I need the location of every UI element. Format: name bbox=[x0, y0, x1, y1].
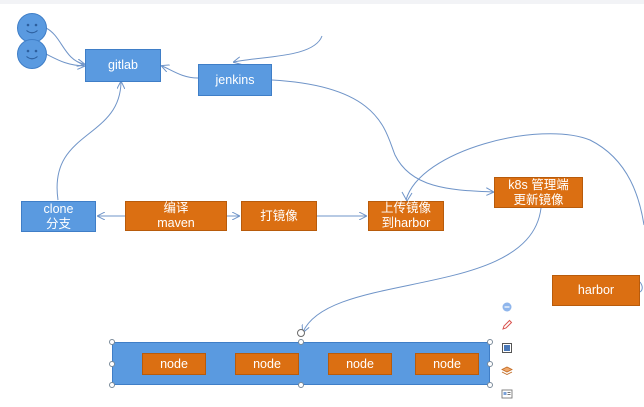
jenkins-to-gitlab-connector bbox=[162, 66, 199, 79]
smiley-face-icon bbox=[26, 49, 38, 60]
push-harbor-label: 上传镜像 到harbor bbox=[380, 201, 431, 230]
jenkins-label: jenkins bbox=[215, 72, 255, 87]
build-image-label: 打镜像 bbox=[260, 208, 298, 223]
smiley-face-icon bbox=[26, 23, 38, 34]
resize-handle-middle-right[interactable] bbox=[487, 361, 493, 367]
resize-handle-top-center[interactable] bbox=[298, 339, 304, 345]
canvas-top-bar bbox=[0, 0, 644, 4]
image-text-button[interactable] bbox=[500, 387, 514, 401]
build-image-node[interactable]: 打镜像 bbox=[241, 201, 317, 231]
clone-branch-node[interactable]: clone 分支 bbox=[21, 201, 96, 232]
upload-loop-arrowhead bbox=[401, 191, 413, 202]
frame-button[interactable] bbox=[500, 341, 514, 355]
k8s-update-node[interactable]: k8s 管理端 更新镜像 bbox=[494, 177, 583, 208]
compile-maven-node[interactable]: 编译 maven bbox=[125, 201, 227, 231]
cluster-node-3[interactable]: node bbox=[328, 353, 392, 375]
gitlab-label: gitlab bbox=[108, 58, 138, 72]
jenkins-to-k8s-connector bbox=[271, 79, 493, 192]
pen-icon bbox=[502, 319, 513, 330]
gitlab-node[interactable]: gitlab bbox=[85, 49, 161, 82]
layers-button[interactable] bbox=[500, 364, 514, 378]
cluster-node-label: node bbox=[346, 356, 374, 371]
cluster-node-1[interactable]: node bbox=[142, 353, 206, 375]
rotate-handle[interactable] bbox=[297, 329, 305, 337]
jenkins-incoming-connector bbox=[234, 35, 323, 62]
collapse-toolbar-button[interactable] bbox=[500, 300, 514, 314]
developer-avatar-2[interactable] bbox=[17, 39, 47, 69]
resize-handle-top-right[interactable] bbox=[487, 339, 493, 345]
image-text-icon bbox=[501, 389, 513, 399]
frame-icon bbox=[502, 343, 512, 353]
harbor-edge-connector bbox=[639, 281, 643, 293]
resize-handle-middle-left[interactable] bbox=[109, 361, 115, 367]
clone-branch-label: clone 分支 bbox=[43, 201, 74, 231]
cluster-node-4[interactable]: node bbox=[415, 353, 479, 375]
cluster-node-2[interactable]: node bbox=[235, 353, 299, 375]
resize-handle-top-left[interactable] bbox=[109, 339, 115, 345]
minus-circle-icon bbox=[502, 302, 512, 312]
harbor-label: harbor bbox=[577, 283, 615, 297]
resize-handle-bottom-center[interactable] bbox=[298, 382, 304, 388]
resize-handle-bottom-right[interactable] bbox=[487, 382, 493, 388]
face1-to-gitlab-connector bbox=[45, 27, 84, 64]
k8s-update-label: k8s 管理端 更新镜像 bbox=[508, 177, 569, 207]
cluster-node-label: node bbox=[253, 356, 281, 371]
compile-maven-label: 编译 maven bbox=[157, 201, 195, 230]
resize-handle-bottom-left[interactable] bbox=[109, 382, 115, 388]
harbor-node[interactable]: harbor bbox=[552, 275, 640, 306]
edit-style-button[interactable] bbox=[500, 318, 514, 332]
layers-icon bbox=[501, 366, 513, 375]
push-harbor-node[interactable]: 上传镜像 到harbor bbox=[368, 201, 444, 231]
jenkins-node[interactable]: jenkins bbox=[198, 64, 272, 96]
developer-avatar-1[interactable] bbox=[17, 13, 47, 43]
cluster-node-label: node bbox=[433, 356, 461, 371]
clone-to-gitlab-connector bbox=[56, 82, 121, 201]
face2-to-gitlab-connector bbox=[45, 53, 84, 66]
cluster-node-label: node bbox=[160, 356, 188, 371]
